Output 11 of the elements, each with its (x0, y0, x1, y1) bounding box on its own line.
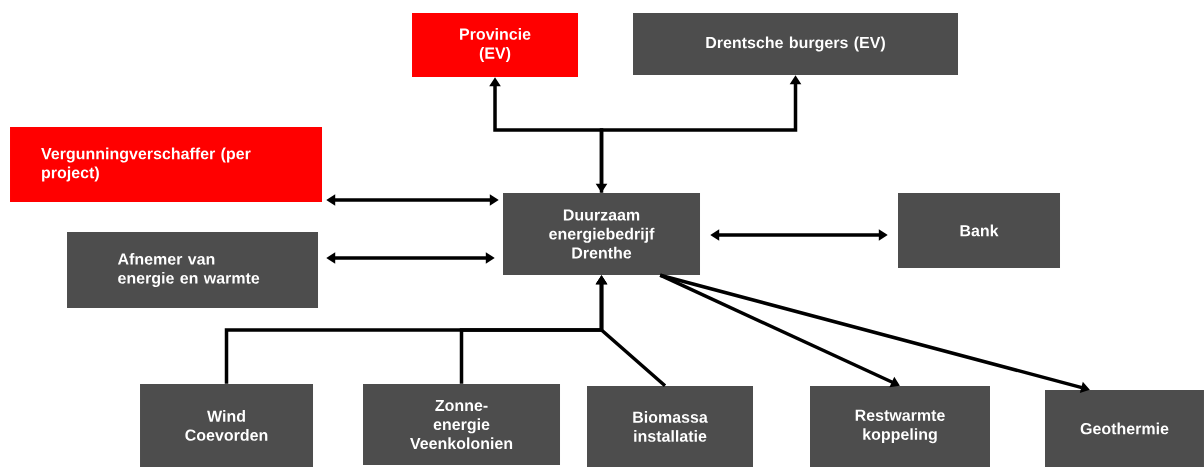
process-box: Wind Coevorden (140, 384, 313, 467)
process-box: Afnemer van energie en warmte (67, 232, 318, 308)
process-box: Vergunningverschaffer (per project) (10, 127, 322, 202)
process-box: Geothermie (1045, 390, 1204, 467)
process-box: Provincie (EV) (412, 13, 578, 77)
process-box: Duurzaam energiebedrijf Drenthe (503, 193, 700, 275)
process-box: Biomassa installatie (587, 386, 753, 467)
process-box: Zonne-energie Veenkolonien (363, 384, 560, 465)
process-box: Drentsche burgers (EV) (633, 13, 958, 75)
process-box: Bank (898, 193, 1060, 268)
process-box: Restwarmte koppeling (810, 386, 990, 467)
